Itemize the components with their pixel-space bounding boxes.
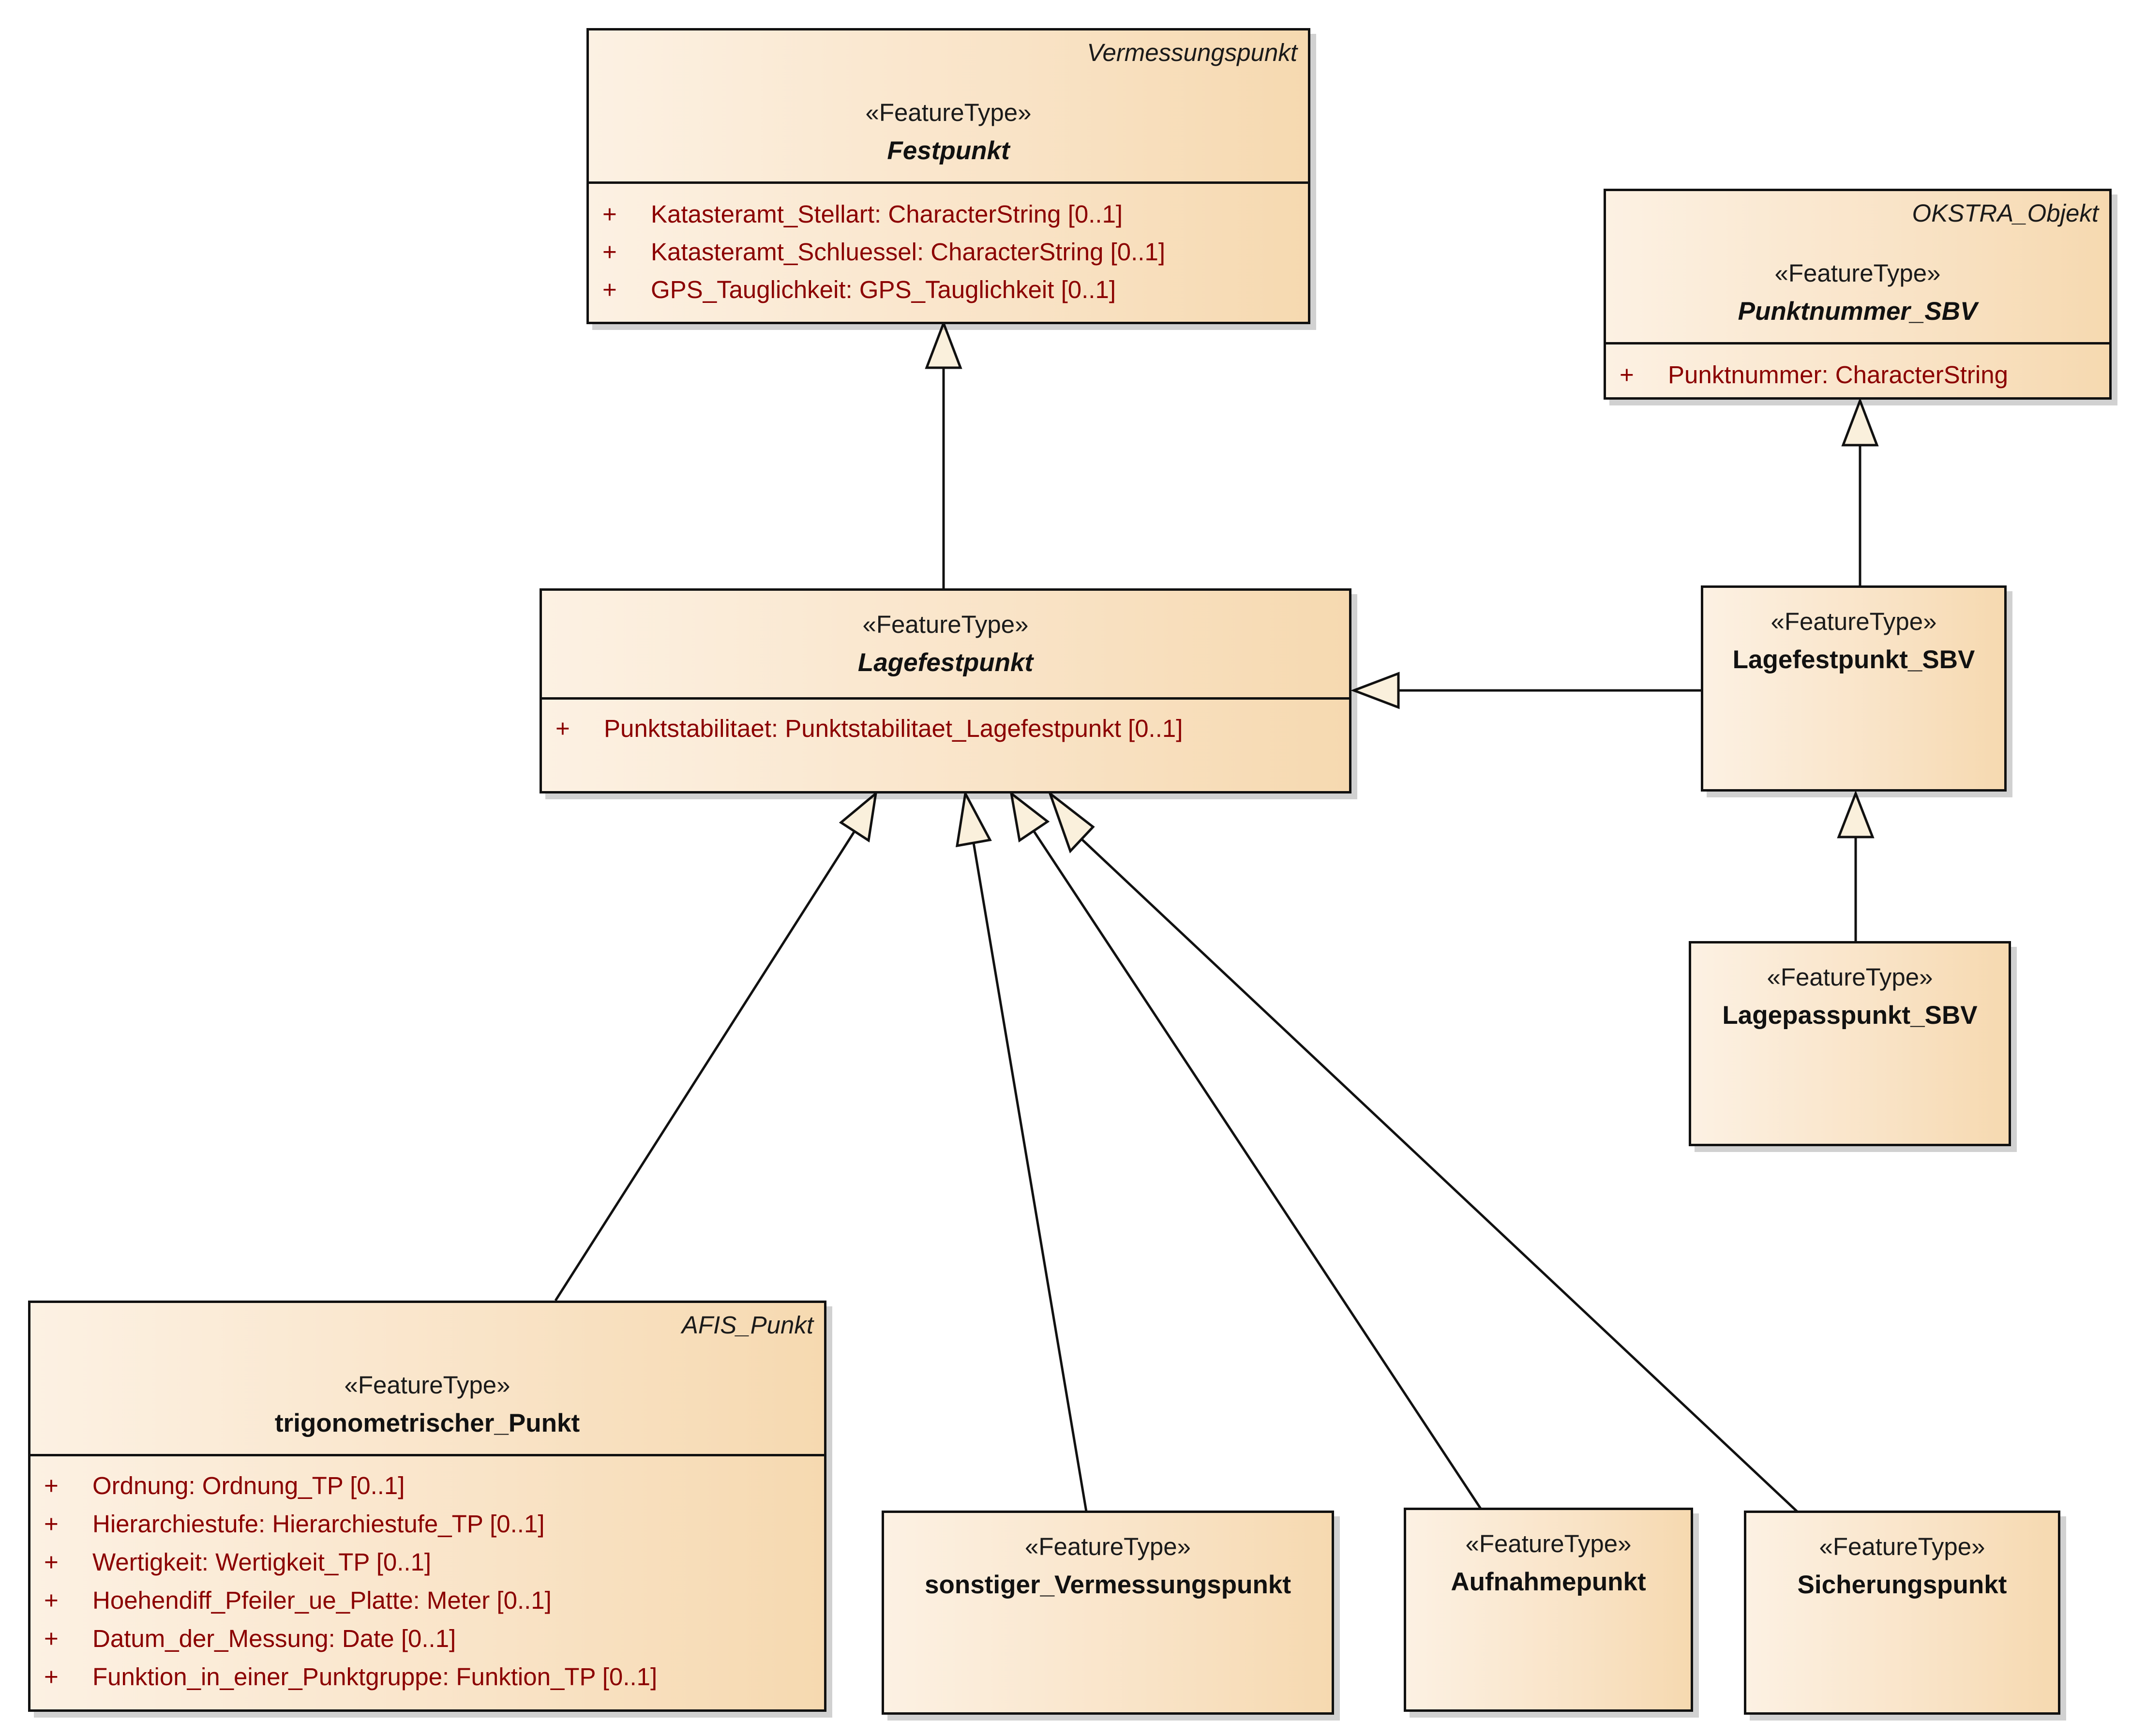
class-lagepasspunkt-sbv[interactable]: «FeatureType» Lagepasspunkt_SBV (1689, 941, 2011, 1146)
class-name: Lagefestpunkt_SBV (1732, 645, 1975, 674)
stereotype-label: «FeatureType» (1024, 1533, 1191, 1560)
attribute-text: Wertigkeit: Wertigkeit_TP [0..1] (92, 1548, 432, 1576)
class-name: trigonometrischer_Punkt (274, 1409, 580, 1437)
class-name: sonstiger_Vermessungspunkt (925, 1571, 1291, 1599)
stereotype-label: «FeatureType» (344, 1371, 510, 1399)
stereotype-label: «FeatureType» (1771, 608, 1937, 635)
arrowhead-lagefestpunkt-from-sicherungspunkt (1047, 790, 1095, 853)
attribute-text: Ordnung: Ordnung_TP [0..1] (92, 1472, 405, 1499)
visibility-marker: + (602, 200, 617, 228)
edge-trigonometrischer-punkt-to-lagefestpunkt (554, 830, 856, 1302)
arrowhead-festpunkt (925, 319, 962, 369)
visibility-marker: + (44, 1510, 59, 1538)
class-trigonometrischer-punkt[interactable]: AFIS_Punkt «FeatureType» trigonometrisch… (28, 1301, 826, 1712)
class-name: Sicherungspunkt (1797, 1571, 2007, 1599)
class-name: Punktnummer_SBV (1738, 297, 1978, 326)
attribute-text: Katasteramt_Schluessel: CharacterString … (651, 238, 1166, 266)
attribute-row: + Funktion_in_einer_Punktgruppe: Funktion… (44, 1662, 657, 1691)
compartment-divider (1606, 342, 2109, 344)
attribute-text: Hoehendiff_Pfeiler_ue_Platte: Meter [0..… (92, 1586, 552, 1614)
arrowhead-lagefestpunkt-side (1350, 672, 1400, 709)
edge-sicherungspunkt-to-lagefestpunkt (1081, 838, 1798, 1512)
attribute-row: + Punktnummer: CharacterString (1620, 360, 2008, 389)
arrowhead-lagefestpunkt-from-sonstiger (955, 790, 992, 848)
class-name: Lagefestpunkt (857, 648, 1034, 677)
parent-label: AFIS_Punkt (681, 1311, 813, 1339)
visibility-marker: + (602, 276, 617, 303)
parent-label: OKSTRA_Objekt (1912, 199, 2099, 227)
visibility-marker: + (44, 1472, 59, 1499)
arrowhead-lagefestpunkt-from-aufnahmepunkt (1009, 791, 1050, 843)
compartment-divider (589, 181, 1308, 184)
attribute-row: + Hoehendiff_Pfeiler_ue_Platte: Meter [0.… (44, 1586, 552, 1615)
visibility-marker: + (44, 1586, 59, 1614)
stereotype-label: «FeatureType» (1819, 1533, 1985, 1560)
attribute-text: Punktnummer: CharacterString (1668, 361, 2008, 389)
stereotype-label: «FeatureType» (1465, 1530, 1632, 1557)
class-sonstiger-vermessungspunkt[interactable]: «FeatureType» sonstiger_Vermessungspunkt (882, 1511, 1334, 1715)
visibility-marker: + (602, 238, 617, 266)
attribute-text: Punktstabilitaet: Punktstabilitaet_Lagef… (604, 715, 1183, 742)
attribute-text: Datum_der_Messung: Date [0..1] (92, 1625, 456, 1652)
stereotype-label: «FeatureType» (862, 611, 1029, 638)
attribute-text: Hierarchiestufe: Hierarchiestufe_TP [0..… (92, 1510, 545, 1538)
class-lagefestpunkt-sbv[interactable]: «FeatureType» Lagefestpunkt_SBV (1701, 585, 2007, 792)
compartment-divider (542, 697, 1349, 700)
class-lagefestpunkt[interactable]: «FeatureType» Lagefestpunkt + Punktstabil… (540, 588, 1351, 793)
visibility-marker: + (44, 1548, 59, 1576)
compartment-divider (30, 1454, 824, 1456)
visibility-marker: + (555, 715, 570, 742)
visibility-marker: + (1620, 361, 1634, 389)
arrowhead-lagefestpunkt-from-trig (839, 790, 878, 843)
class-punktnummer-sbv[interactable]: OKSTRA_Objekt «FeatureType» Punktnummer_… (1604, 189, 2112, 400)
arrowhead-lagefestpunkt-sbv (1837, 790, 1875, 838)
attribute-text: Katasteramt_Stellart: CharacterString [0… (651, 200, 1123, 228)
class-name: Aufnahmepunkt (1451, 1568, 1646, 1596)
stereotype-label: «FeatureType» (865, 99, 1032, 126)
class-name: Lagepasspunkt_SBV (1722, 1001, 1978, 1030)
class-festpunkt[interactable]: Vermessungspunkt «FeatureType» Festpunkt… (586, 28, 1310, 324)
edge-sonstiger-vermessungspunkt-to-lagefestpunkt (972, 842, 1088, 1512)
attribute-row: + Katasteramt_Schluessel: CharacterString… (602, 238, 1165, 266)
stereotype-label: «FeatureType» (1774, 259, 1941, 287)
attribute-row: + GPS_Tauglichkeit: GPS_Tauglichkeit [0..… (602, 275, 1116, 304)
parent-label: Vermessungspunkt (1087, 39, 1297, 66)
class-name: Festpunkt (887, 136, 1010, 165)
attribute-row: + Datum_der_Messung: Date [0..1] (44, 1624, 456, 1653)
visibility-marker: + (44, 1663, 59, 1691)
attribute-row: + Wertigkeit: Wertigkeit_TP [0..1] (44, 1548, 431, 1576)
attribute-row: + Punktstabilitaet: Punktstabilitaet_Lage… (555, 714, 1183, 743)
edge-aufnahmepunkt-to-lagefestpunkt (1032, 830, 1482, 1510)
attribute-text: Funktion_in_einer_Punktgruppe: Funktion_… (92, 1663, 658, 1691)
class-aufnahmepunkt[interactable]: «FeatureType» Aufnahmepunkt (1404, 1508, 1693, 1712)
arrowhead-punktnummer-sbv (1841, 397, 1879, 447)
attribute-row: + Ordnung: Ordnung_TP [0..1] (44, 1471, 405, 1500)
class-sicherungspunkt[interactable]: «FeatureType» Sicherungspunkt (1744, 1511, 2060, 1715)
visibility-marker: + (44, 1625, 59, 1652)
stereotype-label: «FeatureType» (1767, 963, 1933, 991)
attribute-row: + Katasteramt_Stellart: CharacterString [… (602, 200, 1123, 228)
attribute-text: GPS_Tauglichkeit: GPS_Tauglichkeit [0..1… (651, 276, 1116, 303)
attribute-row: + Hierarchiestufe: Hierarchiestufe_TP [0.… (44, 1510, 545, 1538)
